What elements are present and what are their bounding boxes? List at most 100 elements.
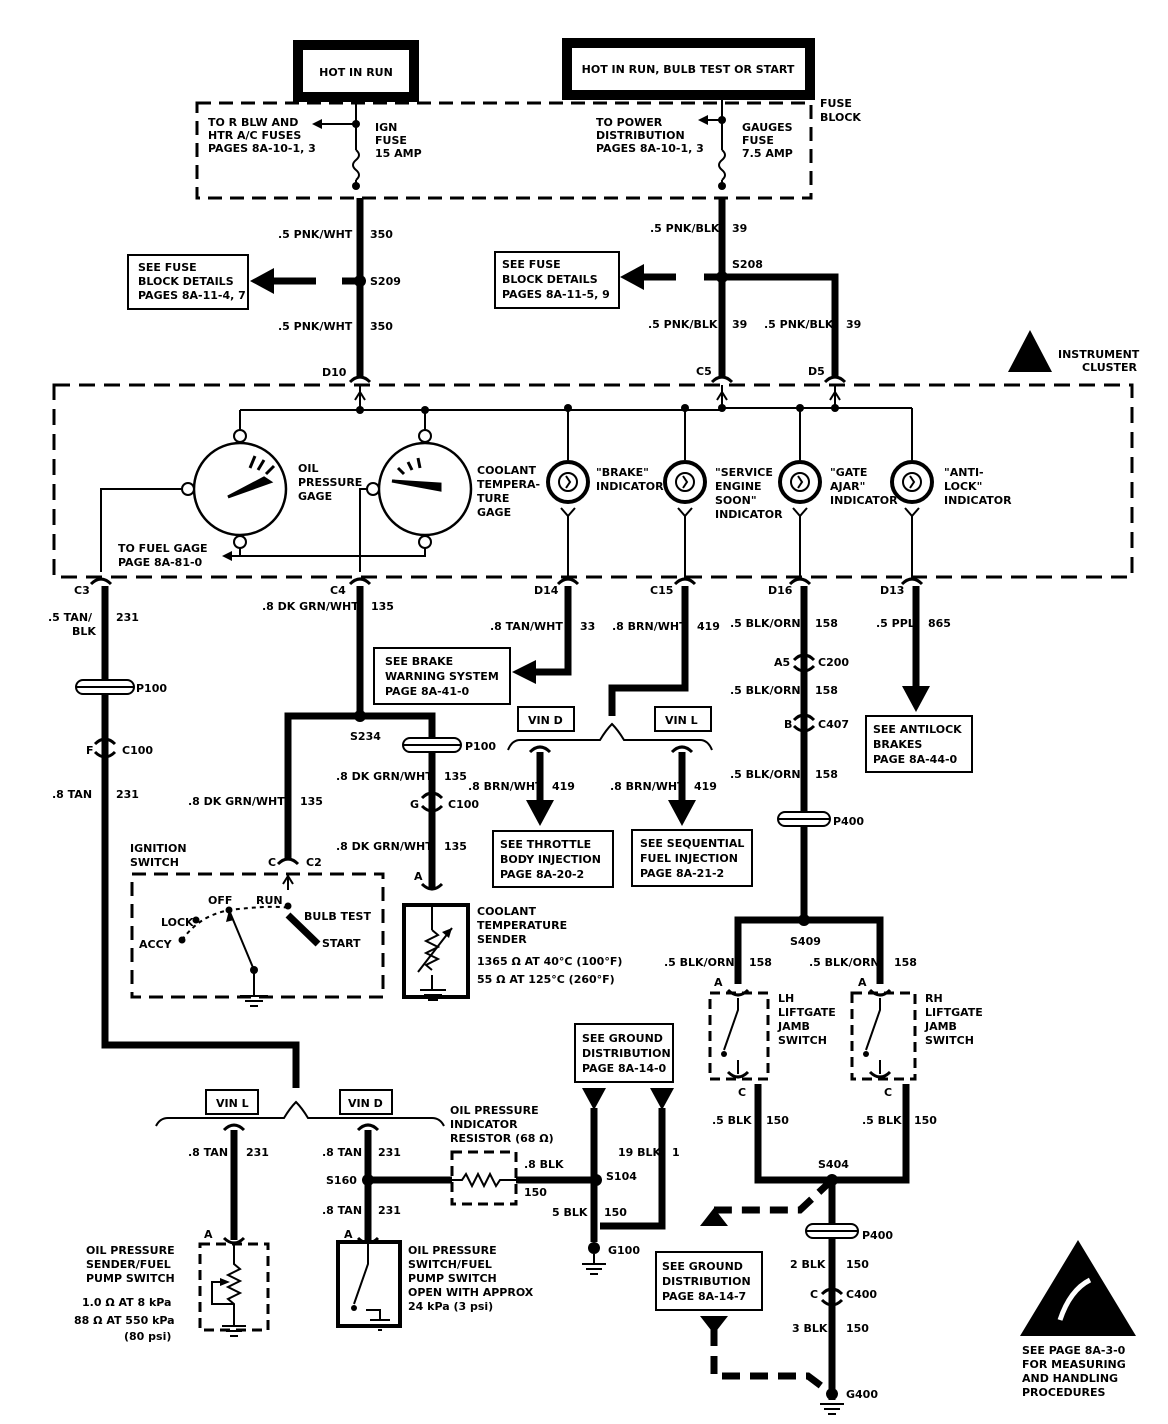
rh-liftgate-label-2: LIFTGATE <box>925 1006 983 1019</box>
wire-865-circuit: 865 <box>928 617 951 630</box>
conn-c-ign: C <box>268 856 276 869</box>
wire-158-lh-color: .5 BLK/ORN <box>664 956 735 969</box>
conn-a-coolant: A <box>414 870 423 883</box>
wire-231-color-1: .5 TAN/ <box>48 611 93 624</box>
vin-d-label-upper: VIN D <box>528 714 563 727</box>
conn-p100-right: P100 <box>465 740 496 753</box>
wire-231-vinl-color: .8 TAN <box>188 1146 228 1159</box>
ground-dist2-ref-1: SEE GROUND <box>662 1260 743 1273</box>
gauges-fuse-2: FUSE <box>742 134 774 147</box>
sequential-ref-1: SEE SEQUENTIAL <box>640 837 744 850</box>
vin-d-label-lower: VIN D <box>348 1097 383 1110</box>
oil-resistor-label-3: RESISTOR (68 Ω) <box>450 1132 554 1145</box>
wire-39-left-circuit: 39 <box>732 318 747 331</box>
wire-39-right-circuit: 39 <box>846 318 861 331</box>
lh-liftgate-switch: A C <box>708 976 770 1099</box>
antilock-indicator-lamp <box>890 460 934 580</box>
brake-indicator-label-1: "BRAKE" <box>596 466 649 479</box>
wire-865-color: .5 PPL <box>876 617 915 630</box>
rh-liftgate-label-1: RH <box>925 992 943 1005</box>
right-note-line1: TO POWER <box>596 116 663 129</box>
wire-150-8blk-color: .8 BLK <box>524 1158 564 1171</box>
conn-c3: C3 <box>74 584 90 597</box>
fuse-right-ref-1: SEE FUSE <box>502 258 561 271</box>
esd-note-3: AND HANDLING <box>1022 1372 1118 1385</box>
brake-indicator-label-2: INDICATOR <box>596 480 664 493</box>
wire-419-vinl-color: .8 BRN/WHT <box>610 780 685 793</box>
hot-in-run-bulb-box: HOT IN RUN, BULB TEST OR START <box>562 38 815 100</box>
ignition-switch-title-1: IGNITION <box>130 842 187 855</box>
ground-dist2-ref-2: DISTRIBUTION <box>662 1275 751 1288</box>
oil-switch-label-5: 24 kPa (3 psi) <box>408 1300 493 1313</box>
wire-158-color-2: .5 BLK/ORN <box>730 684 801 697</box>
splice-s208: S208 <box>732 258 763 271</box>
oil-sender-spec-1: 1.0 Ω AT 8 kPa <box>82 1296 171 1309</box>
fuse-block-label-2: BLOCK <box>820 111 861 124</box>
esd-note-4: PROCEDURES <box>1022 1386 1106 1399</box>
ign-lock: LOCK <box>161 916 194 929</box>
wire-158-circuit-2: 158 <box>815 684 838 697</box>
splice-s409: S409 <box>790 935 821 948</box>
wire-350-bottom-circuit: 350 <box>370 320 393 333</box>
wire-33-color: .8 TAN/WHT <box>490 620 563 633</box>
wire-150-2blk-circuit: 150 <box>846 1258 869 1271</box>
left-note-line1: TO R BLW AND <box>208 116 298 129</box>
coolant-sender-label-3: SENDER <box>477 933 527 946</box>
wire-1-circuit: 1 <box>672 1146 680 1159</box>
right-note-line3: PAGES 8A-10-1, 3 <box>596 142 704 155</box>
ground-dist2-ref-3: PAGE 8A-14-7 <box>662 1290 746 1303</box>
oil-gage-label-1: OIL <box>298 462 318 475</box>
conn-p400-upper: P400 <box>833 815 864 828</box>
gate-indicator-label-2: AJAR" <box>830 480 865 493</box>
ign-fuse-3: 15 AMP <box>375 147 422 160</box>
ign-run: RUN <box>256 894 283 907</box>
instrument-cluster-outline <box>52 383 1134 579</box>
coolant-sender-spec-1: 1365 Ω AT 40°C (100°F) <box>477 955 622 968</box>
splice-s104: S104 <box>606 1170 637 1183</box>
antilock-ref-3: PAGE 8A-44-0 <box>873 753 958 766</box>
wire-350-bottom-color: .5 PNK/WHT <box>278 320 353 333</box>
conn-d10: D10 <box>322 366 347 379</box>
wire-33-circuit: 33 <box>580 620 595 633</box>
lh-liftgate-label-1: LH <box>778 992 794 1005</box>
conn-d5: D5 <box>808 365 825 378</box>
wire-158-color-1: .5 BLK/ORN <box>730 617 801 630</box>
wire-150-rh-color: .5 BLK <box>862 1114 902 1127</box>
wire-39-right-color: .5 PNK/BLK <box>764 318 834 331</box>
wire-231-vind-color: .8 TAN <box>322 1146 362 1159</box>
wire-231-color-2: BLK <box>72 625 96 638</box>
fuse-left-ref-3: PAGES 8A-11-4, 7 <box>138 289 246 302</box>
throttle-ref-1: SEE THROTTLE <box>500 838 591 851</box>
coolant-temp-sender <box>402 903 470 999</box>
wire-158-rh-color: .5 BLK/ORN <box>809 956 880 969</box>
conn-c100-left: C100 <box>122 744 153 757</box>
wire-150-5blk-color: 5 BLK <box>552 1206 588 1219</box>
oil-sender-spec-2: 88 Ω AT 550 kPa <box>74 1314 175 1327</box>
wire-231-s160-circuit: 231 <box>378 1204 401 1217</box>
hot-in-run-box: HOT IN RUN <box>293 40 419 102</box>
hot-in-run-label: HOT IN RUN <box>319 66 393 79</box>
oil-switch-label-2: SWITCH/FUEL <box>408 1258 492 1271</box>
oil-sender-label-2: SENDER/FUEL <box>86 1258 171 1271</box>
conn-a5: A5 <box>774 656 790 669</box>
ses-indicator-label-4: INDICATOR <box>715 508 783 521</box>
lh-liftgate-label-4: SWITCH <box>778 1034 827 1047</box>
antilock-ref-1: SEE ANTILOCK <box>873 723 962 736</box>
conn-c-rh: C <box>884 1086 892 1099</box>
ign-fuse-2: FUSE <box>375 134 407 147</box>
oil-switch-label-1: OIL PRESSURE <box>408 1244 497 1257</box>
conn-c-lh: C <box>738 1086 746 1099</box>
splice-s234: S234 <box>350 730 381 743</box>
rh-liftgate-label-4: SWITCH <box>925 1034 974 1047</box>
coolant-sender-spec-2: 55 Ω AT 125°C (260°F) <box>477 973 615 986</box>
gate-indicator-label-3: INDICATOR <box>830 494 898 507</box>
ign-start: START <box>322 937 361 950</box>
wire-150-3blk-circuit: 150 <box>846 1322 869 1335</box>
coolant-gage-label-2: TEMPERA- <box>477 478 540 491</box>
oil-sender-label-3: PUMP SWITCH <box>86 1272 175 1285</box>
conn-g100: G100 <box>608 1244 640 1257</box>
conn-c5: C5 <box>696 365 712 378</box>
wire-231-vind-circuit: 231 <box>378 1146 401 1159</box>
